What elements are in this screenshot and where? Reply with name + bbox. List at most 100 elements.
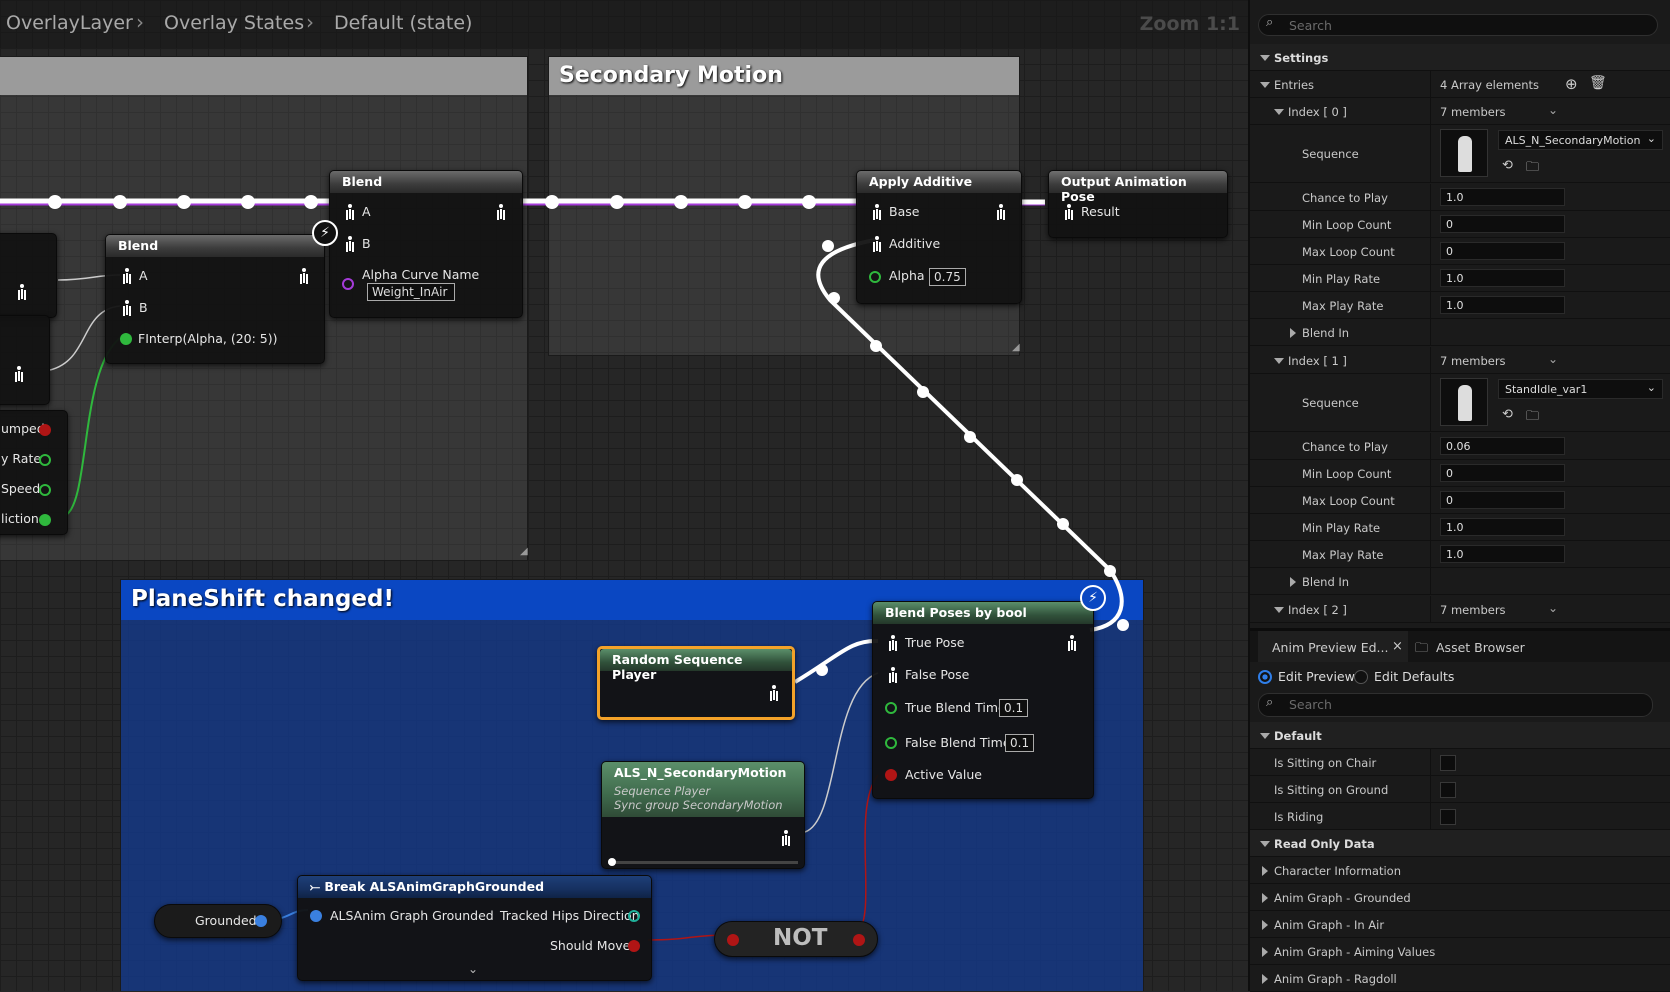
animation-thumbnail[interactable] — [1440, 378, 1488, 426]
lightning-icon[interactable]: ⚡ — [312, 220, 338, 246]
max-loop-input[interactable]: 0 — [1440, 242, 1565, 260]
sequence-player-node[interactable]: ALS_N_SecondaryMotion Sequence Player Sy… — [601, 761, 805, 869]
radio-edit-preview[interactable] — [1258, 670, 1272, 684]
readonly-item[interactable]: Anim Graph - In Air — [1250, 911, 1670, 938]
max-rate-input[interactable]: 1.0 — [1440, 545, 1565, 563]
sequence-dropdown[interactable]: StandIdle_var1⌄ — [1498, 379, 1663, 399]
index-2-row[interactable]: Index [ 2 ] 7 members ⌄ — [1250, 596, 1670, 623]
output-animation-pose-node[interactable]: Output Animation Pose Result — [1048, 170, 1228, 238]
blend-node-top[interactable]: Blend A B Alpha Curve Name Weight_InAir — [329, 170, 523, 318]
preview-search-input[interactable]: Search — [1258, 693, 1653, 717]
pin-dot-green[interactable] — [885, 737, 897, 749]
pin-dot-green[interactable] — [39, 454, 51, 466]
section-default[interactable]: Default — [1250, 722, 1670, 749]
partial-node-top[interactable] — [0, 233, 57, 318]
chevron-down-icon[interactable]: ⌄ — [468, 962, 479, 976]
min-loop-input[interactable]: 0 — [1440, 464, 1565, 482]
pin-dot-blue[interactable] — [255, 915, 267, 927]
details-search-input[interactable]: Search — [1258, 14, 1658, 36]
resize-handle-icon[interactable]: ◢ — [520, 546, 528, 557]
pin-dot-red[interactable] — [853, 934, 865, 946]
sequence-dropdown[interactable]: ALS_N_SecondaryMotion⌄ — [1498, 130, 1663, 150]
reset-arrow-icon[interactable]: ⟲ — [1502, 158, 1513, 173]
tab-anim-preview[interactable]: Anim Preview Ed... × — [1258, 631, 1408, 662]
add-element-icon[interactable]: ⊕ — [1565, 75, 1578, 93]
riding-checkbox[interactable] — [1440, 809, 1456, 825]
chance-input[interactable]: 1.0 — [1440, 188, 1565, 206]
readonly-item[interactable]: Anim Graph - Ragdoll — [1250, 965, 1670, 992]
index-0-row[interactable]: Index [ 0 ] 7 members ⌄ — [1250, 98, 1670, 125]
pin-dot-red[interactable] — [727, 934, 739, 946]
chance-input[interactable]: 0.06 — [1440, 437, 1565, 455]
max-loop-input[interactable]: 0 — [1440, 491, 1565, 509]
pin-dot-green[interactable] — [39, 484, 51, 496]
pin-dot-red[interactable] — [628, 940, 640, 952]
pose-pin-icon[interactable] — [344, 204, 356, 219]
pin-dot-red[interactable] — [885, 769, 897, 781]
not-node[interactable]: NOT — [714, 921, 878, 957]
pose-pin-icon[interactable] — [1063, 204, 1075, 219]
breadcrumb-overlay-states[interactable]: Overlay States — [164, 12, 305, 34]
blend-in-row-1[interactable]: Blend In — [1250, 568, 1670, 595]
section-read-only-data[interactable]: Read Only Data — [1250, 830, 1670, 857]
playback-handle[interactable] — [608, 858, 616, 866]
pin-dot-green[interactable] — [885, 702, 897, 714]
blend-poses-by-bool-node[interactable]: Blend Poses by bool True Pose False Pose… — [872, 601, 1094, 799]
true-blend-time-input[interactable]: 0.1 — [999, 699, 1029, 717]
random-sequence-player-node[interactable]: Random Sequence Player — [597, 646, 795, 720]
break-struct-node[interactable]: ⤚ Break ALSAnimGraphGrounded ALSAnim Gra… — [297, 875, 652, 981]
pose-pin-icon[interactable] — [298, 268, 310, 283]
trash-icon[interactable]: 🗑 — [1589, 75, 1607, 91]
pin-dot-blue[interactable] — [310, 910, 322, 922]
chevron-down-icon[interactable]: ⌄ — [1548, 352, 1559, 366]
sitting-chair-checkbox[interactable] — [1440, 755, 1456, 771]
radio-edit-defaults[interactable] — [1354, 670, 1368, 684]
blend-node-left[interactable]: Blend A B FInterp(Alpha, (20: 5)) — [105, 234, 325, 364]
partial-node-bottom[interactable]: umped y Rate Speed liction — [0, 410, 68, 535]
reset-arrow-icon[interactable]: ⟲ — [1502, 407, 1513, 422]
readonly-item[interactable]: Anim Graph - Grounded — [1250, 884, 1670, 911]
min-rate-input[interactable]: 1.0 — [1440, 269, 1565, 287]
resize-handle-icon[interactable]: ◢ — [1012, 342, 1020, 353]
pin-dot-red[interactable] — [39, 424, 51, 436]
pose-pin-icon[interactable] — [768, 685, 780, 700]
pin-dot-green[interactable] — [869, 271, 881, 283]
pin-dot-teal[interactable] — [628, 910, 640, 922]
pose-pin-icon[interactable] — [887, 635, 899, 650]
min-loop-input[interactable]: 0 — [1440, 215, 1565, 233]
grounded-variable-node[interactable]: Grounded — [154, 904, 282, 938]
pose-pin-icon[interactable] — [344, 236, 356, 251]
breadcrumb-default-state[interactable]: Default (state) — [334, 12, 473, 34]
pose-pin-icon[interactable] — [871, 236, 883, 251]
apply-additive-node[interactable]: Apply Additive Base Additive Alpha 0.75 — [856, 170, 1022, 304]
min-rate-input[interactable]: 1.0 — [1440, 518, 1565, 536]
pin-dot-purple[interactable] — [342, 278, 354, 290]
entries-row[interactable]: Entries 4 Array elements ⊕ 🗑 — [1250, 71, 1670, 98]
breadcrumb-overlay-layer[interactable]: OverlayLayer — [6, 12, 133, 34]
pose-pin-icon[interactable] — [780, 830, 792, 845]
playback-bar[interactable] — [608, 861, 798, 864]
pose-pin-icon[interactable] — [995, 204, 1007, 219]
false-blend-time-input[interactable]: 0.1 — [1005, 734, 1035, 752]
pose-pin-icon[interactable] — [13, 366, 25, 381]
readonly-item[interactable]: Character Information — [1250, 857, 1670, 884]
close-icon[interactable]: × — [1392, 639, 1403, 654]
pose-pin-icon[interactable] — [495, 204, 507, 219]
anim-graph-canvas[interactable]: OverlayLayer › Overlay States › Default … — [0, 0, 1248, 991]
chevron-down-icon[interactable]: ⌄ — [1548, 103, 1559, 117]
pin-dot-green[interactable] — [120, 333, 132, 345]
chevron-down-icon[interactable]: ⌄ — [1548, 601, 1559, 615]
pose-pin-icon[interactable] — [121, 300, 133, 315]
blend-in-row-0[interactable]: Blend In — [1250, 319, 1670, 346]
lightning-icon[interactable]: ⚡ — [1080, 585, 1106, 611]
browse-folder-icon[interactable]: 🗀 — [1526, 160, 1540, 175]
partial-node-mid[interactable] — [0, 315, 50, 405]
pose-pin-icon[interactable] — [16, 284, 28, 299]
alpha-value-input[interactable]: 0.75 — [929, 268, 966, 286]
pose-pin-icon[interactable] — [1066, 635, 1078, 650]
pose-pin-icon[interactable] — [887, 667, 899, 682]
pose-pin-icon[interactable] — [871, 204, 883, 219]
max-rate-input[interactable]: 1.0 — [1440, 296, 1565, 314]
browse-folder-icon[interactable]: 🗀 — [1526, 409, 1540, 424]
sitting-ground-checkbox[interactable] — [1440, 782, 1456, 798]
